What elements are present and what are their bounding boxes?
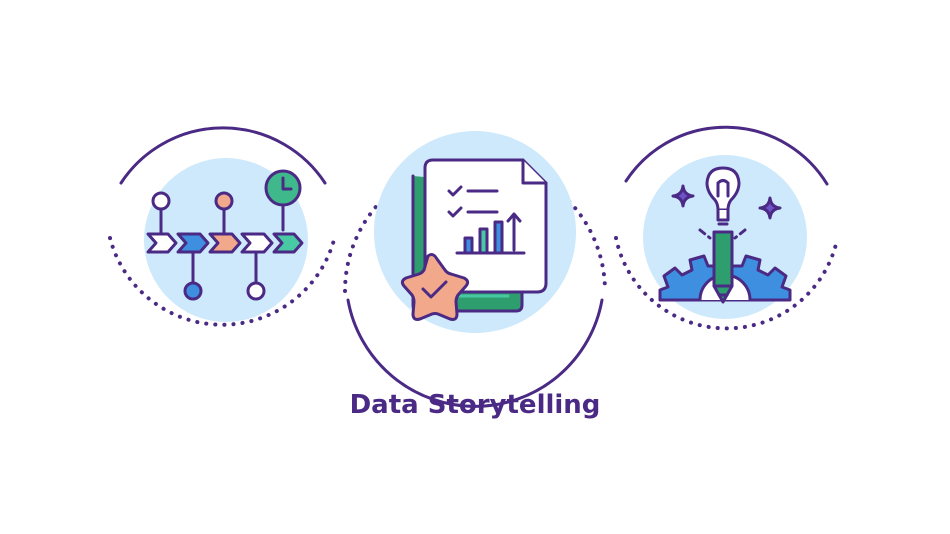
check-icon-1 xyxy=(447,185,463,197)
chevron-arrows xyxy=(146,232,304,254)
center-solid-arc xyxy=(346,298,604,408)
creative-idea-icon xyxy=(614,125,839,331)
timeline-process-icon xyxy=(108,126,337,327)
right-outer-arc xyxy=(624,125,829,186)
left-dotted-arc xyxy=(108,234,337,327)
caption-title: Data Storytelling xyxy=(349,390,601,420)
pin-blue-bottom xyxy=(183,281,203,301)
report-document-icon xyxy=(343,131,607,408)
sparkle-icon-right xyxy=(758,196,782,220)
right-dotted-arc xyxy=(614,236,839,331)
sparkle-icon-left xyxy=(671,184,695,208)
star-badge-icon xyxy=(400,253,470,321)
pin-white-top xyxy=(151,191,171,211)
check-icon-2 xyxy=(447,206,463,218)
pencil-icon xyxy=(712,230,734,304)
pin-peach-top xyxy=(214,191,234,211)
left-outer-arc xyxy=(119,126,327,185)
bar-chart-icon xyxy=(455,212,526,255)
center-dotted-arc xyxy=(343,159,607,293)
pin-white-bottom xyxy=(246,281,266,301)
